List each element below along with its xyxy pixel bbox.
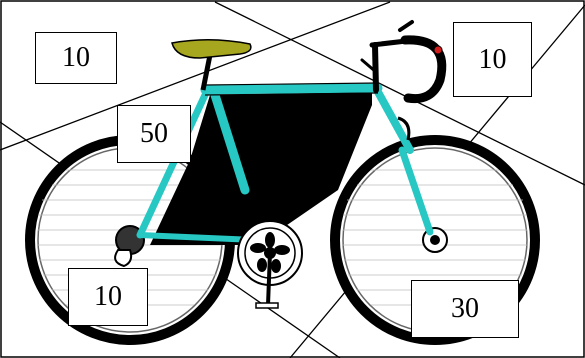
tail-light — [434, 46, 442, 54]
rear-derailleur — [115, 250, 131, 266]
label-value: 50 — [140, 120, 168, 148]
label-box-bottom-right: 30 — [411, 280, 519, 338]
label-value: 10 — [94, 283, 122, 311]
label-box-top-left: 10 — [35, 32, 117, 84]
crankset — [238, 221, 302, 308]
handlebar — [362, 22, 442, 99]
label-box-top-right: 10 — [453, 22, 532, 97]
saddle — [172, 40, 251, 90]
label-value: 10 — [479, 46, 507, 74]
label-value: 30 — [451, 295, 479, 323]
label-value: 10 — [62, 44, 90, 72]
label-box-middle-left: 50 — [117, 105, 191, 163]
label-box-bottom-left: 10 — [68, 268, 148, 326]
